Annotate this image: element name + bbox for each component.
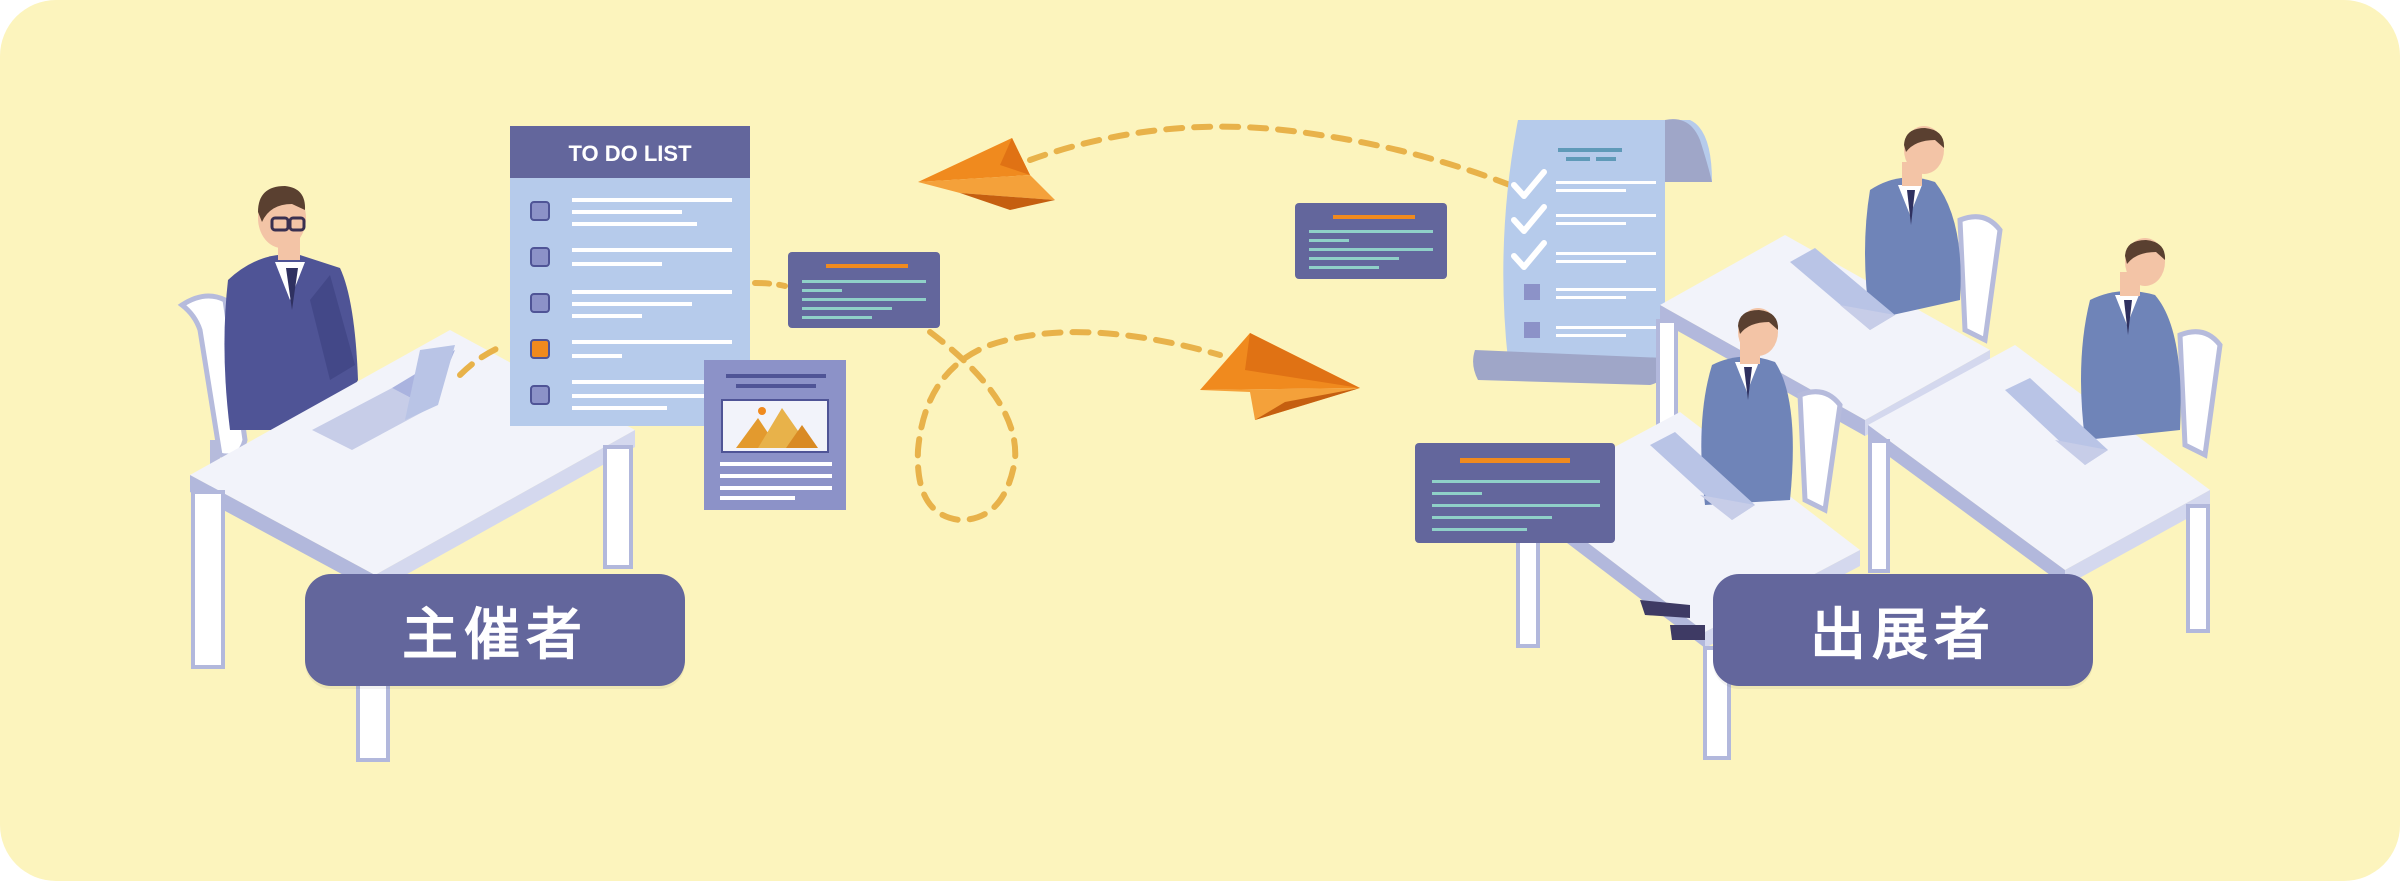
exhibitor-person-icon [1640, 308, 1793, 640]
message-card-icon [1295, 203, 1447, 279]
todo-checkbox-1 [530, 201, 550, 221]
todo-checkbox-2 [530, 247, 550, 267]
exhibitor-person-icon [1865, 126, 1961, 320]
dashed-flow-path [457, 342, 508, 378]
message-card-icon [788, 252, 940, 328]
dashed-flow-path-top [1027, 123, 1513, 188]
exhibitor-label-text: 出展者 [1810, 602, 1996, 668]
checkmark-icon [1511, 240, 1547, 270]
exhibitor-laptop-icon [2005, 378, 2108, 465]
todo-checkbox-4-active [530, 339, 550, 359]
exhibitor-desk-icon [1868, 345, 2210, 633]
todo-checkbox-5 [530, 385, 550, 405]
exhibitor-laptop-icon [1790, 248, 1895, 330]
exhibitor-chair-icon [1797, 389, 1843, 514]
todo-list-title: TO DO LIST [568, 141, 692, 166]
todo-checkbox-3 [530, 293, 550, 313]
exhibitor-laptop-icon [1650, 432, 1755, 520]
image-document-icon [704, 360, 846, 510]
dashed-flow-path [752, 280, 788, 289]
exhibitor-chair-icon [2177, 329, 2223, 459]
organizer-label: 主催者 [305, 574, 685, 686]
organizer-label-text: 主催者 [402, 602, 588, 668]
scroll-document-icon [1473, 119, 1712, 385]
organizer-person-icon [224, 186, 358, 430]
organizer-laptop-icon [312, 345, 455, 450]
exhibitor-person-icon [2081, 238, 2181, 440]
paper-plane-icon-left [918, 138, 1055, 210]
checkmark-icon [1511, 169, 1547, 199]
exhibitor-label: 出展者 [1713, 574, 2093, 686]
message-card-icon [1415, 443, 1615, 543]
exhibitor-chair-icon [1957, 214, 2003, 344]
checkmark-icon [1511, 204, 1547, 234]
dashed-flow-path-loop [914, 329, 1223, 524]
paper-plane-icon-right [1200, 333, 1360, 420]
